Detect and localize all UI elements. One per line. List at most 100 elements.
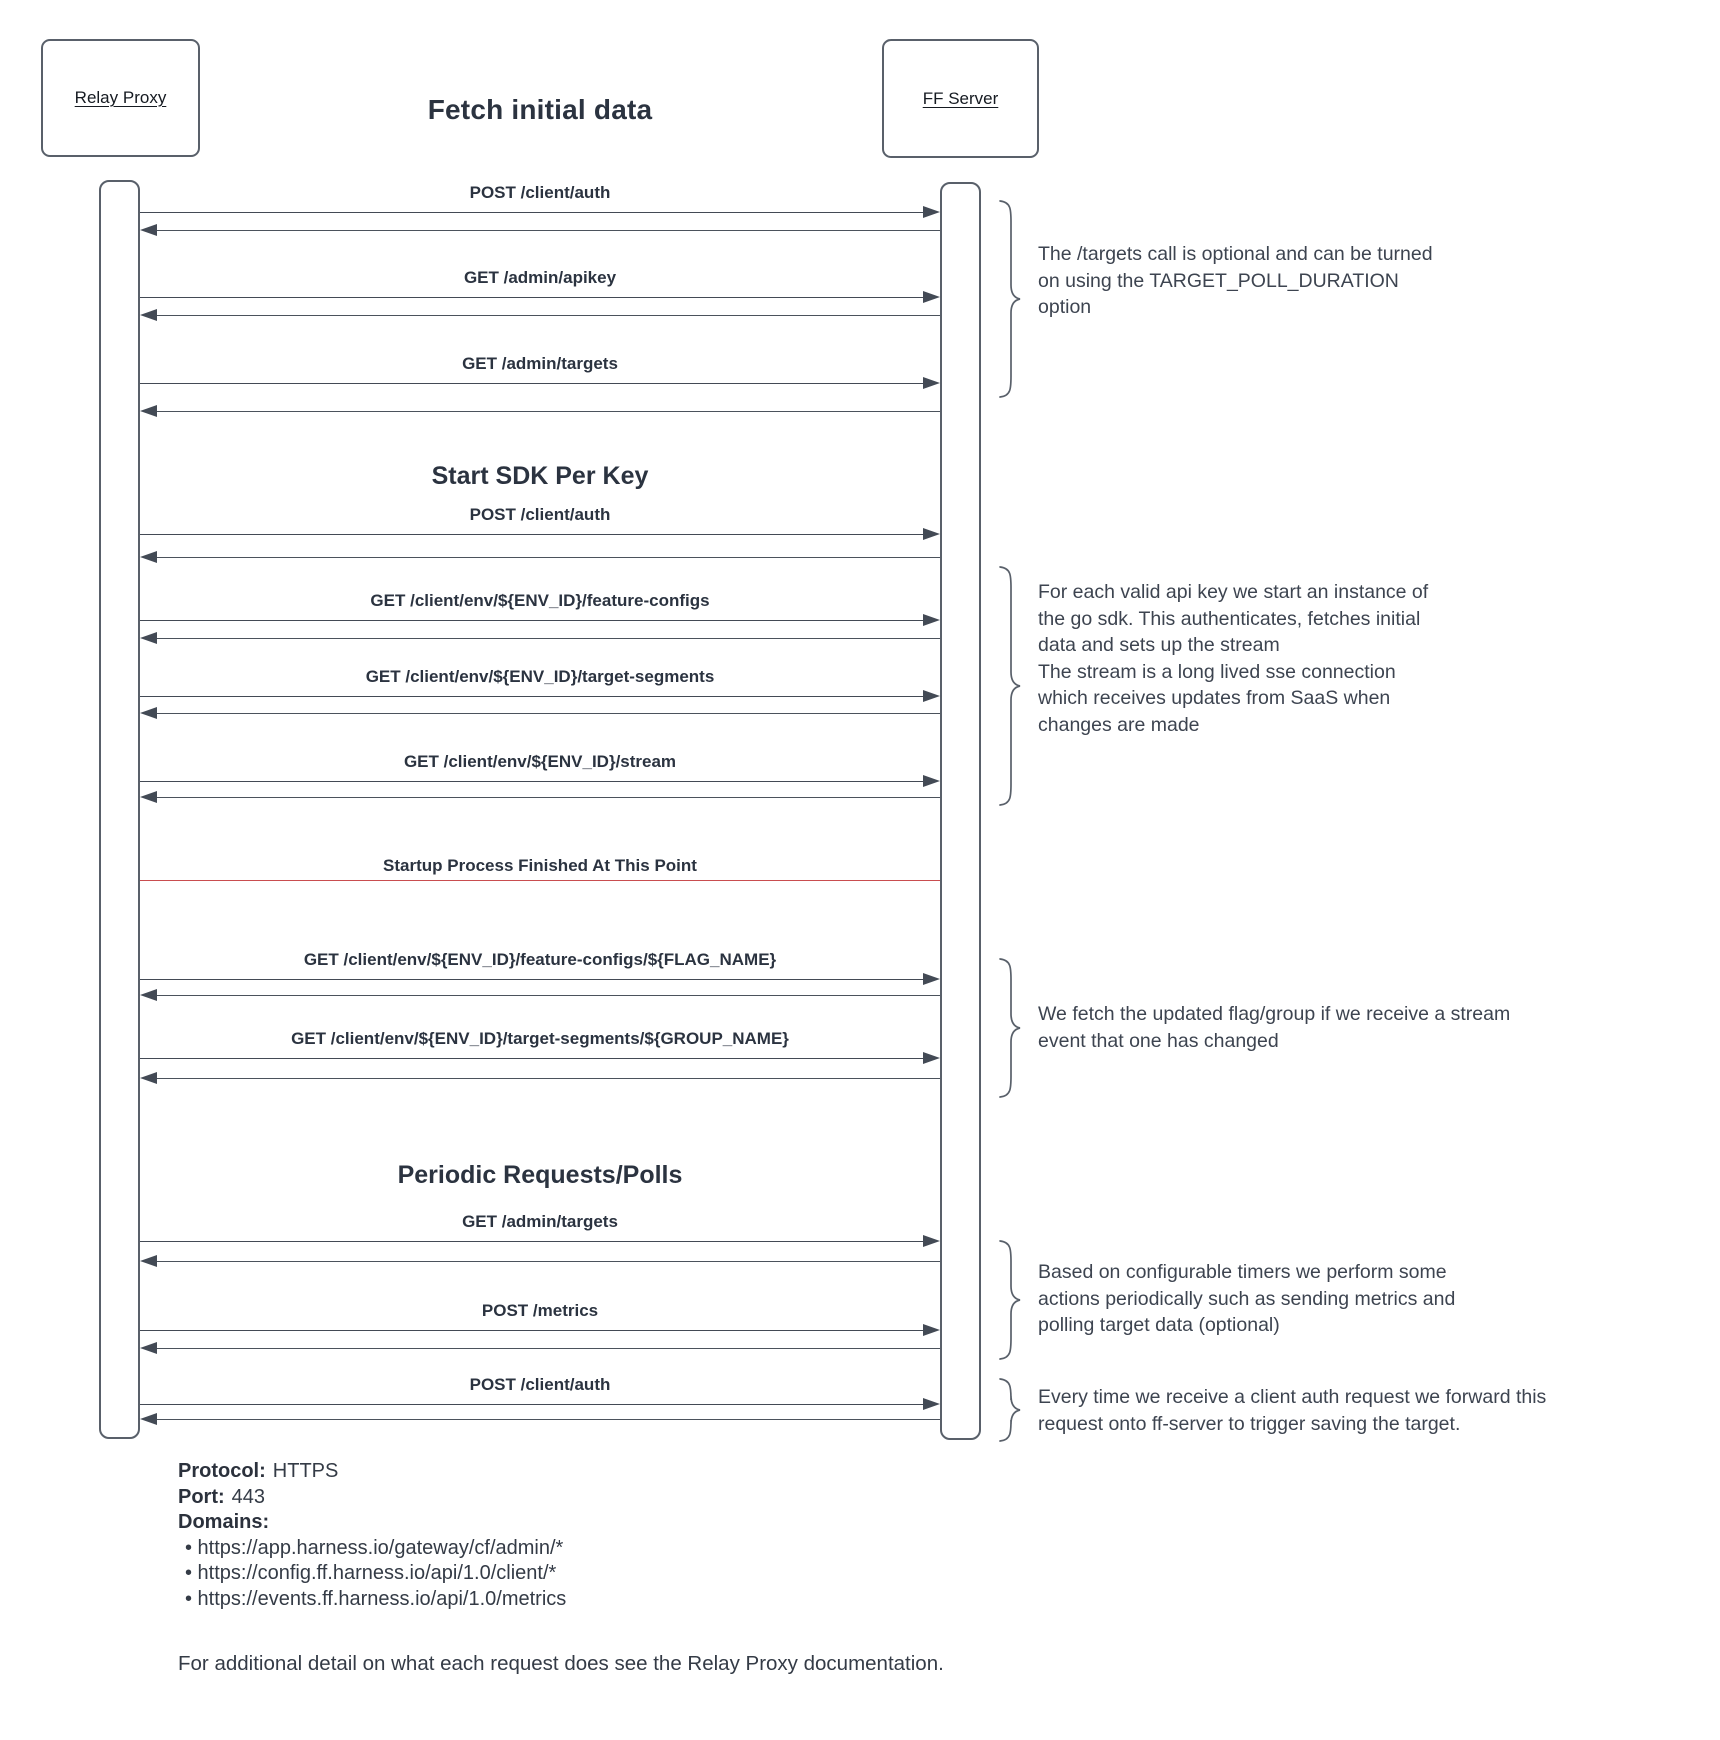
port-value: 443 [231,1485,266,1508]
arrowhead-right-icon [923,528,940,540]
annotation-line: data and sets up the stream [1038,634,1280,656]
arrowhead-right-icon [923,775,940,787]
response-line [157,995,940,996]
arrowhead-right-icon [923,973,940,985]
response-line [157,315,940,316]
request-line [140,383,923,384]
section-heading: Periodic Requests/Polls [397,1161,683,1189]
response-line [157,557,940,558]
message-label: POST /client/auth [469,1375,611,1394]
request-line [140,1404,923,1405]
actor-box-relay-proxy: Relay Proxy [41,39,200,157]
actor-box-ff-server: FF Server [882,39,1039,158]
request-line [140,534,923,535]
response-line [157,1078,940,1079]
annotation-line: request onto ff-server to trigger saving… [1038,1412,1461,1435]
annotation-line: actions periodically such as sending met… [1038,1287,1456,1310]
request-line [140,212,923,213]
arrowhead-left-icon [140,989,157,1001]
message-label: POST /client/auth [469,183,611,202]
message-label: GET /admin/apikey [463,268,617,287]
arrowhead-left-icon [140,551,157,563]
domains-row: Domains: [178,1510,566,1536]
brace-icon [999,566,1021,806]
startup-separator-line [140,880,940,881]
annotation-text: The /targets call is optional and can be… [1038,241,1433,321]
actor-label-relay-proxy: Relay Proxy [74,88,167,107]
annotation-line: option [1038,296,1092,318]
protocol-value: HTTPS [272,1460,339,1482]
request-line [140,696,923,697]
arrowhead-left-icon [140,1072,157,1084]
response-line [157,797,940,798]
message-label: GET /client/env/${ENV_ID}/stream [403,752,677,771]
connection-info: Protocol: HTTPS Port: 443 Domains: • https… [178,1459,566,1613]
arrowhead-right-icon [923,1398,940,1410]
domains-label: Domains: [178,1511,270,1534]
arrowhead-left-icon [140,1255,157,1267]
arrowhead-right-icon [923,1235,940,1247]
port-label: Port: [178,1485,225,1508]
message-label: POST /metrics [481,1301,599,1320]
annotation-line: which receives updates from SaaS when [1038,687,1391,709]
annotation-line: For each valid api key we start an insta… [1038,581,1429,603]
annotation-text: Every time we receive a client auth requ… [1038,1384,1546,1437]
arrowhead-right-icon [923,291,940,303]
message-label: POST /client/auth [469,505,611,524]
response-line [157,1419,940,1420]
message-label: GET /client/env/${ENV_ID}/feature-config… [370,591,710,610]
annotation-line: polling target data (optional) [1038,1314,1280,1336]
lifeline-relay-proxy [99,180,140,1439]
brace-icon [999,200,1021,398]
response-line [157,638,940,639]
section-heading: Start SDK Per Key [431,462,649,490]
message-label: GET /admin/targets [462,354,618,373]
arrowhead-left-icon [140,309,157,321]
annotation-line: The stream is a long lived sse connectio… [1038,660,1396,683]
footer-note: For additional detail on what each reque… [178,1652,944,1675]
protocol-label: Protocol: [178,1460,266,1482]
arrowhead-left-icon [140,791,157,803]
arrowhead-right-icon [923,377,940,389]
brace-icon [999,1378,1021,1442]
arrowhead-left-icon [140,1413,157,1425]
response-line [157,411,940,412]
response-line [157,1261,940,1262]
annotation-line: event that one has changed [1038,1029,1279,1052]
response-line [157,1348,940,1349]
response-line [157,230,940,231]
arrowhead-right-icon [923,614,940,626]
request-line [140,781,923,782]
arrowhead-right-icon [923,1052,940,1064]
actor-label-ff-server: FF Server [922,88,999,108]
request-line [140,1241,923,1242]
arrowhead-left-icon [140,1342,157,1354]
request-line [140,1058,923,1059]
arrowhead-right-icon [923,690,940,702]
arrowhead-left-icon [140,405,157,417]
arrowhead-left-icon [140,632,157,644]
request-line [140,620,923,621]
port-row: Port: 443 [178,1485,566,1511]
protocol-row: Protocol: HTTPS [178,1459,566,1485]
domain-item: • https://config.ff.harness.io/api/1.0/c… [185,1562,557,1585]
annotation-text: We fetch the updated flag/group if we re… [1038,1001,1510,1054]
annotation-line: Every time we receive a client auth requ… [1038,1386,1547,1408]
request-line [140,297,923,298]
arrowhead-left-icon [140,224,157,236]
response-line [157,713,940,714]
annotation-line: on using the TARGET_POLL_DURATION [1038,269,1399,292]
startup-separator-label: Startup Process Finished At This Point [383,856,697,875]
annotation-text: Based on configurable timers we perform … [1038,1259,1455,1339]
request-line [140,979,923,980]
arrowhead-left-icon [140,707,157,719]
brace-icon [999,1240,1021,1360]
annotation-text: For each valid api key we start an insta… [1038,579,1428,738]
arrowhead-right-icon [923,206,940,218]
message-label: GET /client/env/${ENV_ID}/feature-config… [303,950,777,969]
domain-item: • https://app.harness.io/gateway/cf/admi… [185,1536,564,1559]
domain-item: • https://events.ff.harness.io/api/1.0/m… [185,1587,567,1610]
annotation-line: We fetch the updated flag/group if we re… [1038,1003,1511,1025]
arrowhead-right-icon [923,1324,940,1336]
